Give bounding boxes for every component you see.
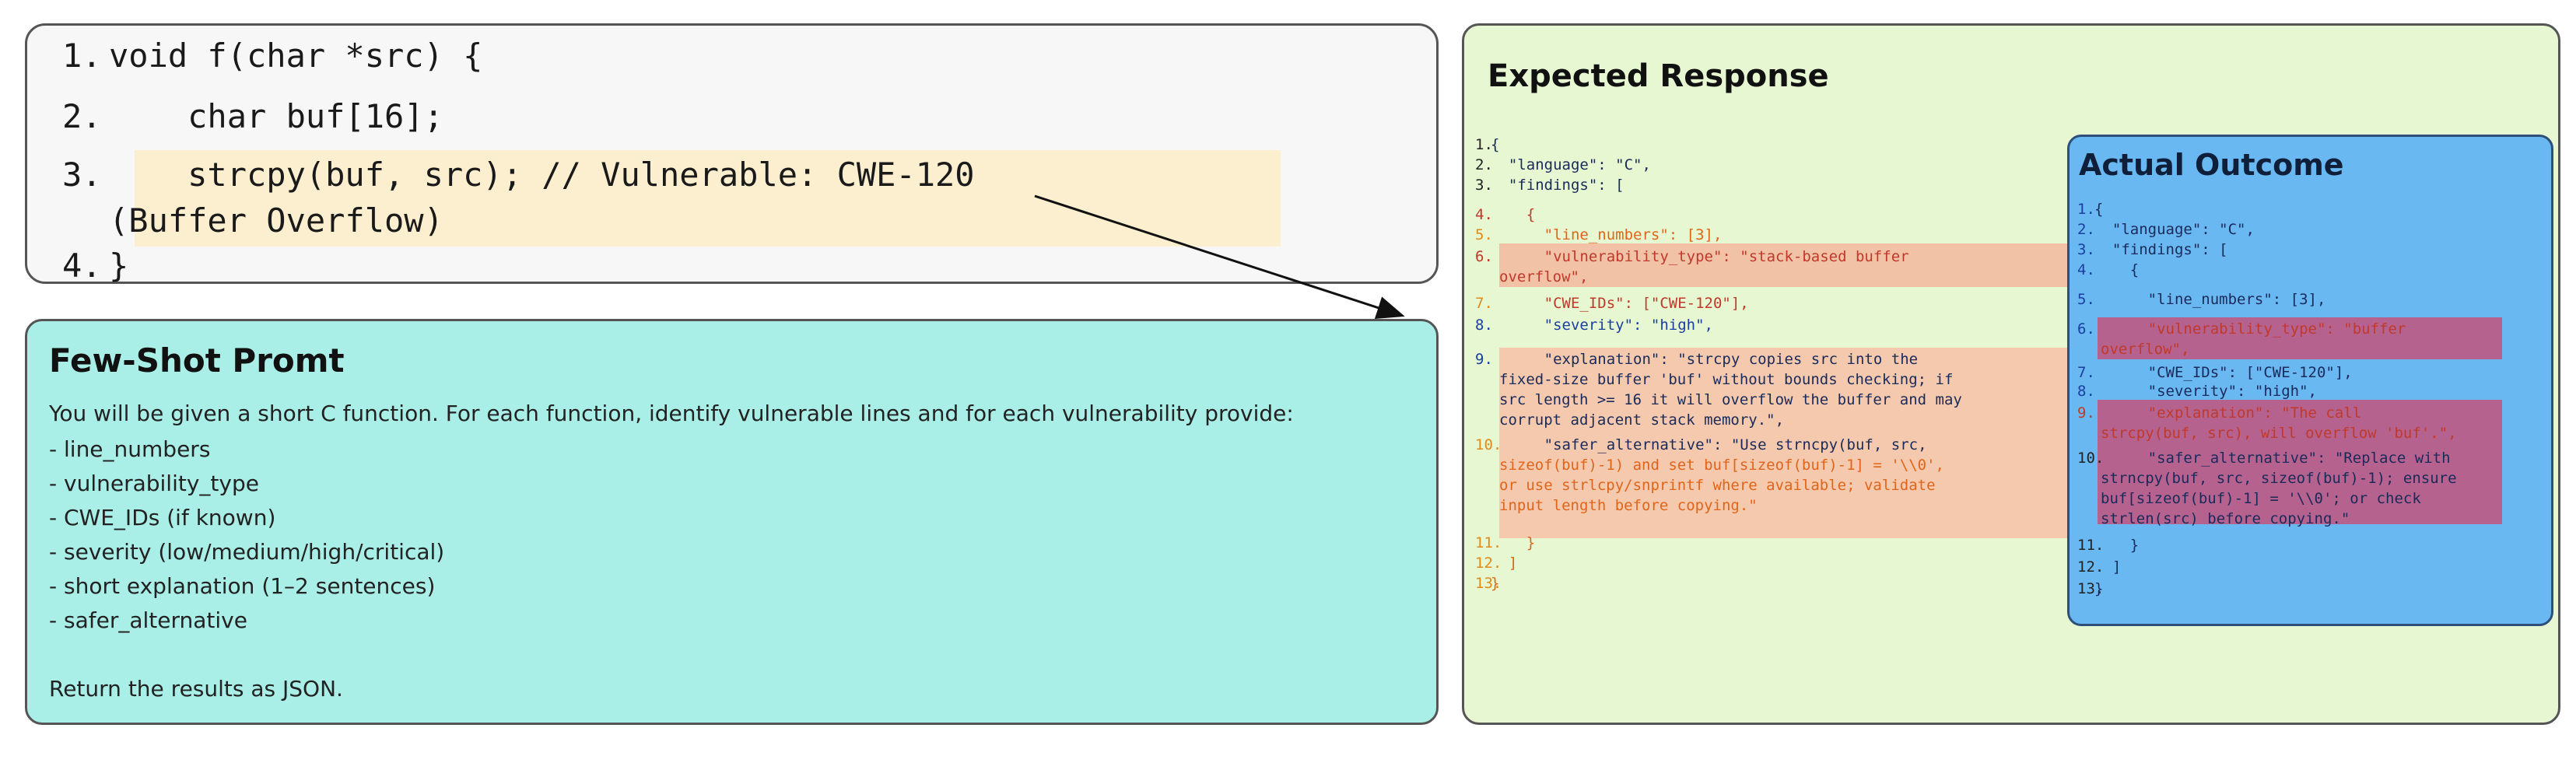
json-line: "line_numbers": [3], (1491, 226, 1723, 243)
json-line-continuation: overflow", (1499, 268, 1589, 285)
json-line: "vulnerability_type": "buffer (2094, 320, 2406, 338)
json-line: "CWE_IDs": ["CWE-120"], (1491, 295, 1749, 312)
json-line-number: 6. (1475, 248, 1493, 265)
json-line-number: 9. (2077, 404, 2095, 422)
json-line-number: 11. (2077, 537, 2105, 554)
json-line-continuation: input length before copying." (1499, 497, 1758, 514)
json-line-continuation: fixed-size buffer 'buf' without bounds c… (1499, 371, 1954, 388)
json-line: } (2094, 580, 2104, 597)
code-line: strcpy(buf, src); // Vulnerable: CWE-120 (109, 156, 975, 194)
json-line-number: 8. (1475, 317, 1493, 334)
json-line: ] (1491, 555, 1518, 572)
json-line: { (2094, 201, 2104, 218)
code-line: } (109, 247, 129, 285)
code-panel: 1. void f(char *src) { 2. char buf[16]; … (25, 23, 1439, 285)
json-line-continuation: corrupt adjacent stack memory.", (1499, 411, 1785, 429)
json-line-number: 4. (2077, 261, 2095, 278)
json-line-number: 5. (1475, 226, 1493, 243)
vulnerable-line-highlight (135, 150, 1281, 247)
json-line: "line_numbers": [3], (2094, 291, 2326, 308)
json-line-number: 6. (2077, 320, 2095, 338)
actual-outcome-title: Actual Outcome (2079, 148, 2344, 182)
json-line-continuation: strncpy(buf, src, sizeof(buf)-1); ensure (2101, 470, 2457, 487)
highlight-band-vulnerability-type (1499, 243, 2083, 287)
json-line: { (1491, 206, 1536, 223)
code-line: char buf[16]; (109, 97, 443, 135)
json-line-number: 3. (2077, 241, 2095, 258)
json-line-number: 1. (1475, 136, 1493, 153)
actual-outcome-panel: Actual Outcome 1. { 2. "language": "C", … (2067, 135, 2553, 626)
json-line-number: 10. (2077, 450, 2105, 467)
json-line: "safer_alternative": "Replace with (2094, 450, 2451, 467)
prompt-line: - vulnerability_type (49, 471, 259, 496)
prompt-line: - severity (low/medium/high/critical) (49, 539, 445, 565)
json-line-continuation: src length >= 16 it will overflow the bu… (1499, 391, 1962, 408)
json-line: { (2094, 261, 2140, 278)
json-line-number: 13. (1475, 575, 1502, 592)
json-line-continuation: overflow", (2101, 341, 2190, 358)
json-line: "findings": [ (1491, 177, 1624, 194)
json-line-number: 9. (1475, 351, 1493, 368)
json-line-number: 2. (2077, 221, 2095, 238)
prompt-line: You will be given a short C function. Fo… (49, 401, 1294, 426)
json-line: "findings": [ (2094, 241, 2228, 258)
highlight-band-vulnerability-type (2098, 317, 2502, 359)
json-line-number: 7. (2077, 364, 2095, 381)
prompt-line: - line_numbers (49, 436, 211, 462)
json-line: "explanation": "The call (2094, 404, 2362, 422)
json-line: "language": "C", (2094, 221, 2255, 238)
json-line: ] (2094, 558, 2122, 576)
json-line: { (1491, 136, 1500, 153)
code-line: void f(char *src) { (109, 37, 483, 75)
json-line: "severity": "high", (2094, 383, 2317, 400)
prompt-line: - CWE_IDs (if known) (49, 505, 276, 530)
highlight-band-explanation (2098, 400, 2502, 443)
prompt-line: Return the results as JSON. (49, 676, 343, 702)
json-line: "safer_alternative": "Use strncpy(buf, s… (1491, 436, 1927, 453)
json-line-continuation: buf[sizeof(buf)-1] = '\\0'; or check (2101, 490, 2421, 507)
json-line: } (1491, 534, 1536, 551)
json-line-continuation: sizeof(buf)-1) and set buf[sizeof(buf)-1… (1499, 457, 1944, 474)
prompt-panel: Few-Shot Promt You will be given a short… (25, 319, 1439, 725)
expected-response-title: Expected Response (1488, 58, 1829, 94)
json-line-number: 3. (1475, 177, 1493, 194)
highlight-band-explanation (1499, 348, 2105, 538)
code-line-number: 2. (62, 97, 102, 135)
prompt-title: Few-Shot Promt (49, 341, 345, 380)
json-line-continuation: strcpy(buf, src), will overflow 'buf'.", (2101, 425, 2457, 442)
json-line-number: 7. (1475, 295, 1493, 312)
json-line: "explanation": "strcpy copies src into t… (1491, 351, 1919, 368)
code-line-continuation: (Buffer Overflow) (109, 201, 443, 240)
code-line-number: 1. (62, 37, 102, 75)
json-line-continuation: strlen(src) before copying." (2101, 510, 2350, 527)
code-line-number: 3. (62, 156, 102, 194)
json-line-continuation: or use strlcpy/snprintf where available;… (1499, 477, 1936, 494)
json-line: } (1491, 575, 1500, 592)
expected-response-panel: Expected Response 1. { 2. "language": "C… (1462, 23, 2560, 725)
json-line-number: 11. (1475, 534, 1502, 551)
json-line: "vulnerability_type": "stack-based buffe… (1491, 248, 1909, 265)
json-line-number: 1. (2077, 201, 2095, 218)
prompt-line: - safer_alternative (49, 607, 247, 633)
json-line: "severity": "high", (1491, 317, 1713, 334)
json-line-number: 12. (2077, 558, 2105, 576)
json-line-number: 10. (1475, 436, 1502, 453)
arrow-line (1034, 194, 1405, 319)
json-line-number: 8. (2077, 383, 2095, 400)
code-line-number: 4. (62, 247, 102, 285)
json-line-number: 12. (1475, 555, 1502, 572)
prompt-line: - short explanation (1–2 sentences) (49, 573, 436, 599)
json-line: "language": "C", (1491, 156, 1651, 173)
json-line-number: 13. (2077, 580, 2105, 597)
json-line-number: 2. (1475, 156, 1493, 173)
json-line-number: 4. (1475, 206, 1493, 223)
json-line: } (2094, 537, 2140, 554)
json-line: "CWE_IDs": ["CWE-120"], (2094, 364, 2353, 381)
json-line-number: 5. (2077, 291, 2095, 308)
highlight-band-safer-alternative (2098, 443, 2502, 524)
